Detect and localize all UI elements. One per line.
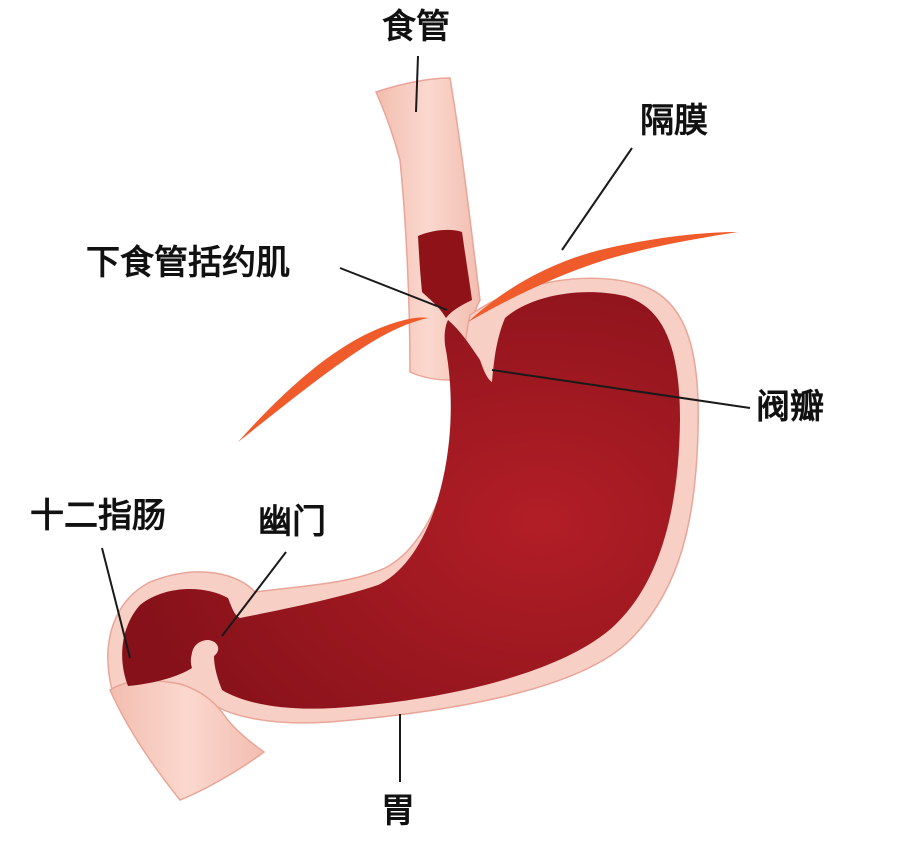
label-valve: 阀瓣 [756,387,824,427]
label-pylorus: 幽门 [258,502,326,542]
leader-diaphragm [561,147,633,251]
leader-pylorus [221,551,287,637]
leader-valve [491,369,751,409]
label-esophagus: 食管 [382,7,450,47]
stomach-lumen [122,292,680,709]
esophagus-wall [374,77,481,381]
label-stomach: 胃 [381,791,415,831]
pylorus-fold [191,640,222,690]
diaphragm-left [238,317,428,442]
duodenum-wall [109,679,266,801]
label-diaphragm: 隔膜 [640,101,708,141]
diaphragm-right [468,232,738,322]
label-duodenum: 十二指肠 [30,496,166,536]
label-lower-esophageal-sphincter: 下食管括约肌 [86,243,290,283]
leader-esophagus [415,55,419,113]
leader-sphincter [339,267,448,311]
esophagus-lumen [418,229,472,318]
leader-duodenum [101,547,131,659]
